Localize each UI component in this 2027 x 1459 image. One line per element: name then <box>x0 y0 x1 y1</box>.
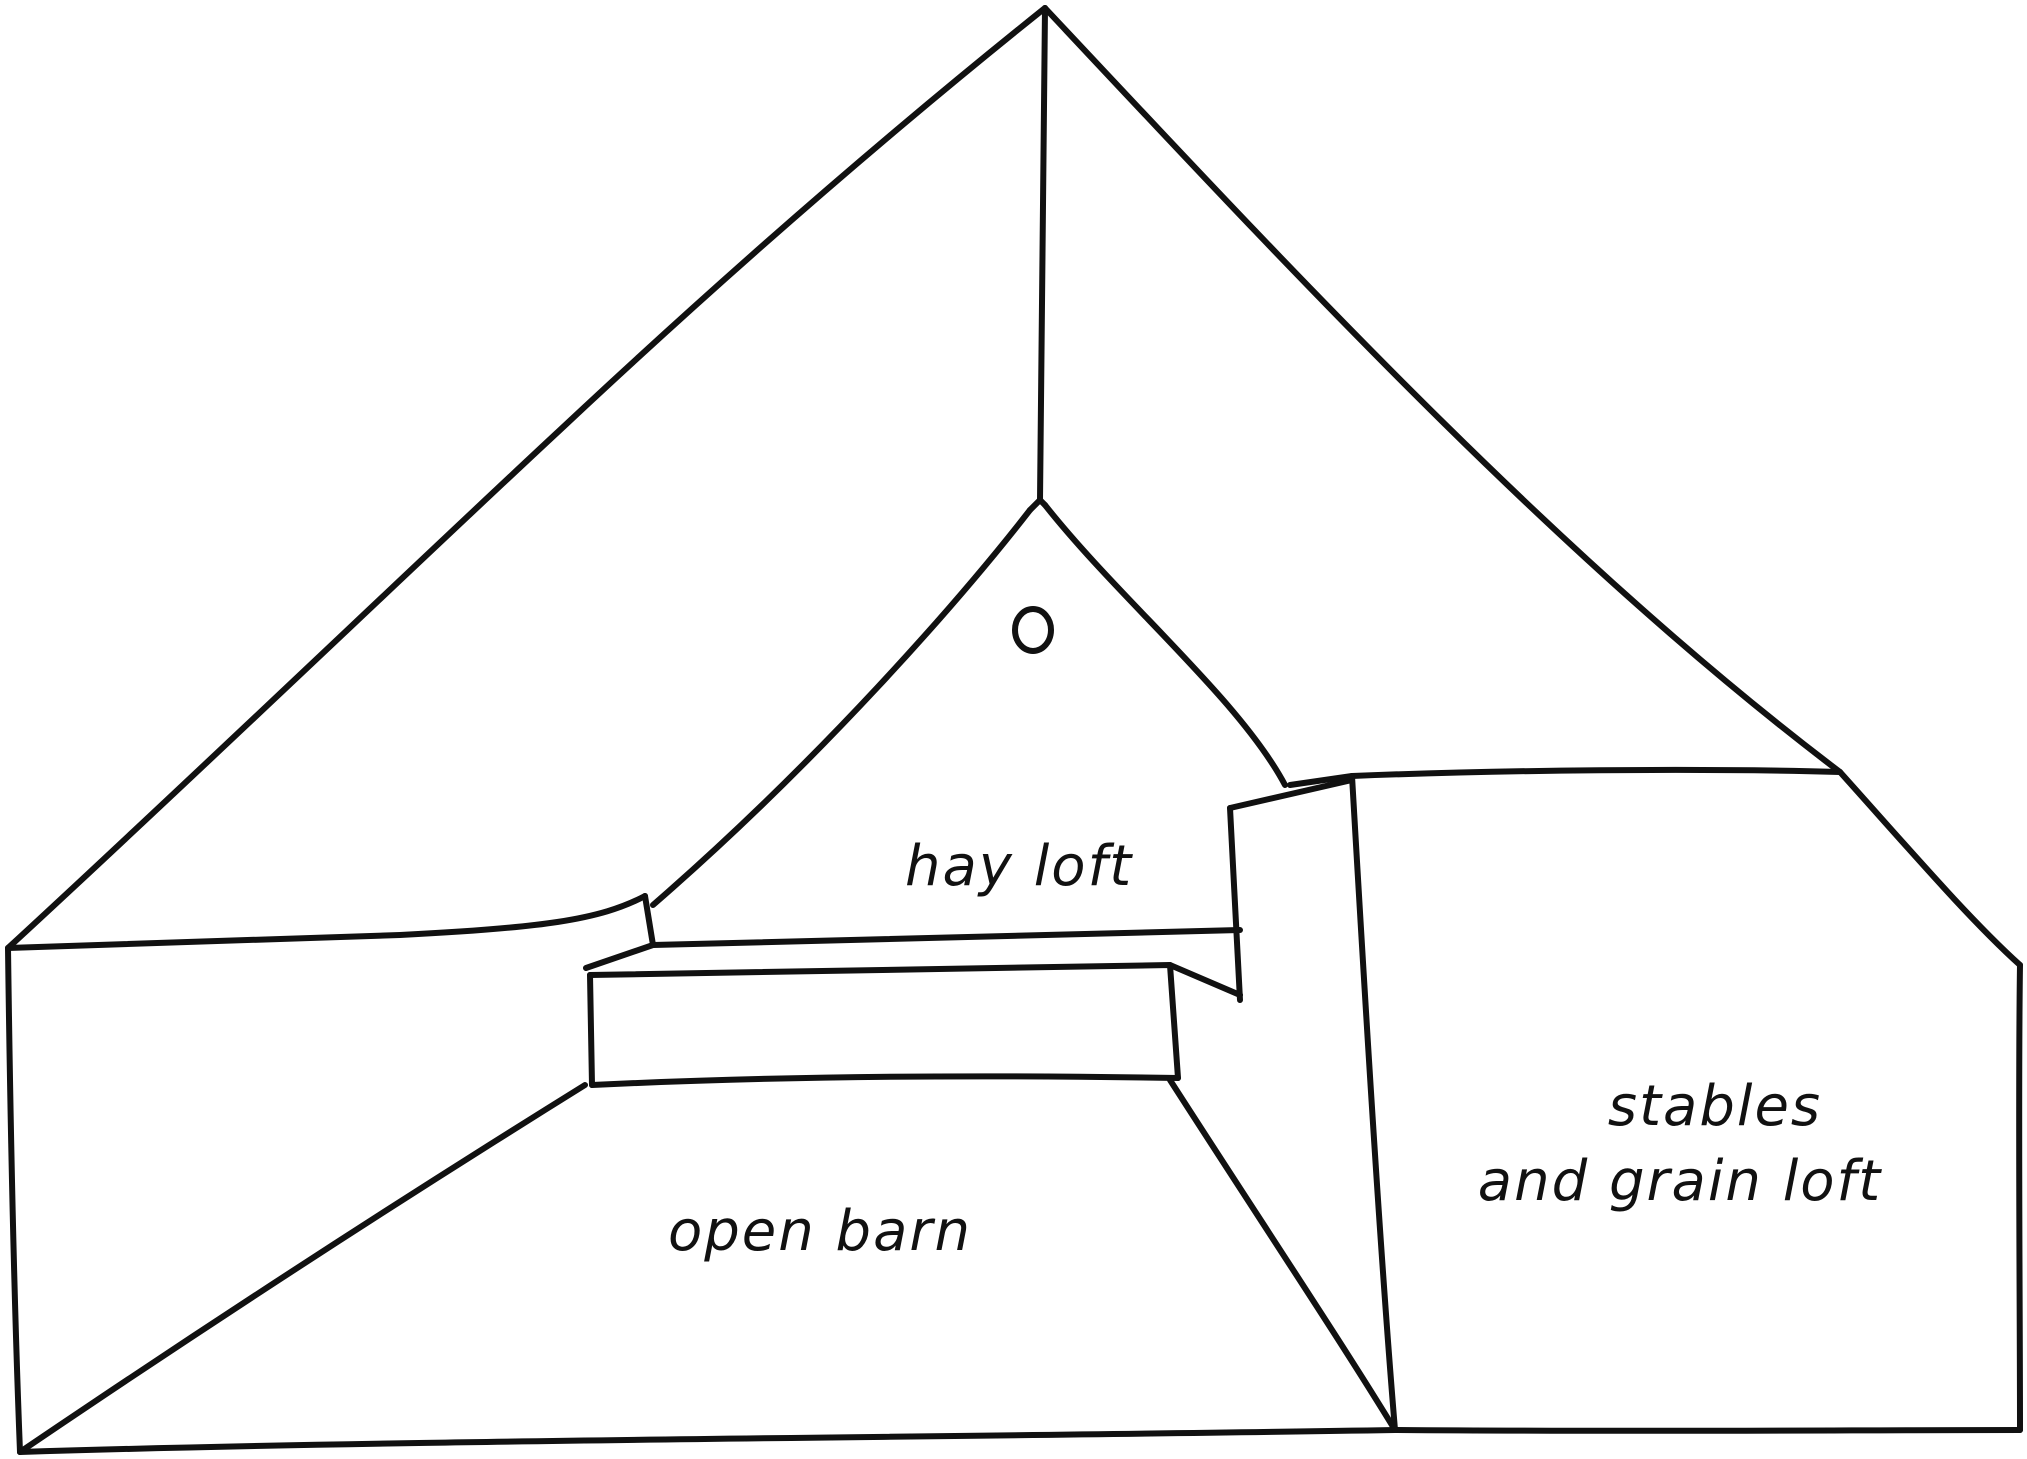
barn-floor-right-line <box>1167 1077 1398 1433</box>
stables-right-edge <box>2016 962 2023 1433</box>
opening-bottom-beam <box>589 1073 1181 1088</box>
hay-loft-label: hay loft <box>905 834 1133 899</box>
open-barn-label: open barn <box>668 1199 972 1264</box>
gable-left-edge <box>650 507 1033 908</box>
gable-hay-loft-walls <box>650 497 1288 908</box>
stables-right-roof-line <box>1837 769 2023 968</box>
roof-lines <box>5 5 1843 951</box>
stables-label-line1: stables <box>1608 1074 1822 1139</box>
labels: hay loft open barn stables and grain lof… <box>668 834 1882 1264</box>
gable-apex-join <box>1027 497 1048 513</box>
loft-beam-upper-line <box>583 942 656 971</box>
stables-left-edge <box>1349 773 1398 1433</box>
roof-right-slope <box>1042 5 1843 775</box>
opening-right-post <box>1167 962 1181 1081</box>
loft-beam-lower-line <box>587 962 1243 998</box>
roof-left-slope <box>5 5 1048 951</box>
barn-floor-left-line <box>17 1082 588 1455</box>
hay-loft-vent-hole <box>1012 606 1054 654</box>
opening-left-post <box>587 972 595 1088</box>
hay-loft-right-post <box>1227 805 1243 1003</box>
stables-top-edge <box>1349 766 1843 779</box>
stables-block <box>1287 766 2023 1433</box>
stables-label-line2: and grain loft <box>1478 1149 1882 1214</box>
hay-loft-floor-and-openings <box>583 777 1355 1088</box>
hay-loft-floor-line <box>650 927 1243 948</box>
hay-loft-right-wall-top <box>1227 777 1355 811</box>
open-barn-floor <box>17 1077 2023 1455</box>
left-wall <box>5 893 656 1455</box>
connector-roof-line <box>1287 773 1355 788</box>
ground-line <box>17 1427 2023 1455</box>
left-wall-top-edge <box>5 893 648 951</box>
gable-right-edge <box>1042 502 1288 788</box>
roof-ridge-line <box>1037 5 1048 503</box>
left-wall-outer-edge <box>5 945 23 1455</box>
left-wall-small-post <box>642 893 656 948</box>
